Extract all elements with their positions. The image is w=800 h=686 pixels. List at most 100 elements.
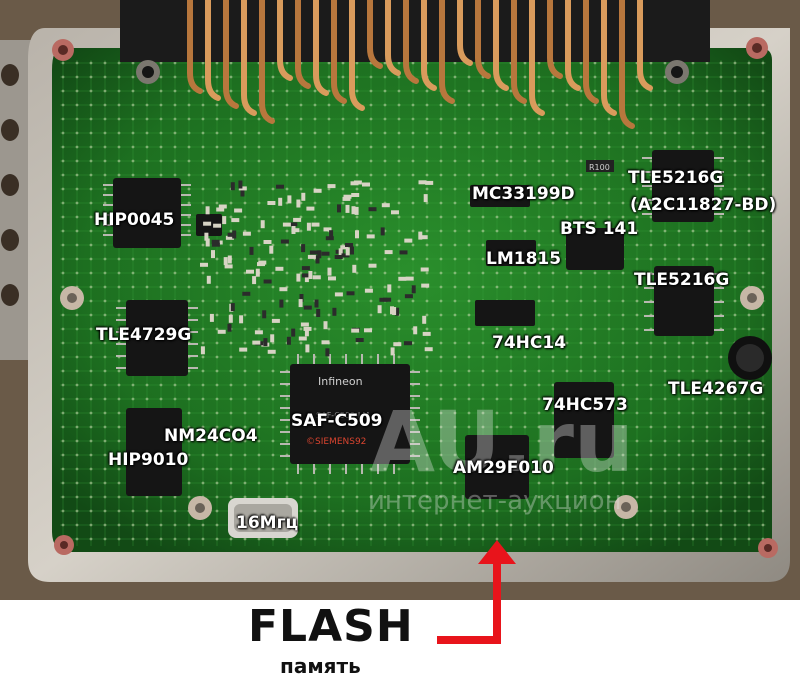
smd-component	[227, 323, 232, 332]
smd-component	[328, 276, 336, 281]
connector-pin	[295, 0, 311, 89]
smd-component	[305, 344, 310, 353]
smd-component	[315, 255, 320, 264]
smd-component	[269, 245, 274, 254]
smd-component	[340, 245, 349, 250]
smd-component	[387, 284, 392, 293]
smd-component	[279, 299, 284, 308]
smd-component	[255, 268, 260, 277]
smd-component	[239, 347, 248, 352]
connector-pin	[601, 0, 617, 116]
smd-component	[222, 216, 227, 225]
smd-component	[425, 180, 434, 185]
smd-component	[423, 194, 428, 203]
connector-pin	[619, 0, 635, 129]
smd-component	[390, 347, 395, 356]
smd-component	[350, 246, 354, 255]
label-tle5216g-mid: TLE5216G	[634, 270, 730, 290]
smd-component	[254, 330, 263, 335]
smd-component	[304, 274, 309, 283]
resistor-marking: R100	[589, 163, 610, 172]
smd-component	[303, 326, 312, 331]
connector-pin	[259, 0, 275, 124]
smd-component	[223, 257, 228, 266]
smd-component	[325, 348, 330, 357]
smd-component	[252, 340, 261, 345]
smd-component	[263, 240, 272, 244]
flash-arrow	[437, 540, 516, 644]
smd-component	[341, 253, 350, 258]
smd-component	[418, 180, 427, 185]
smd-component	[238, 186, 247, 191]
smd-component	[306, 206, 315, 211]
smd-component	[419, 235, 428, 240]
smd-component	[413, 326, 418, 335]
smd-component	[278, 197, 283, 206]
smd-component	[351, 193, 360, 197]
label-mc33199d: MC33199D	[472, 184, 575, 204]
connector-pin	[241, 0, 257, 116]
smd-component	[267, 201, 276, 205]
label-74hc14: 74HC14	[492, 333, 567, 353]
label-74hc573: 74HC573	[542, 395, 628, 415]
smd-component	[289, 222, 298, 227]
smd-component	[211, 250, 215, 259]
smd-component	[422, 331, 431, 336]
smd-component	[252, 276, 257, 285]
smd-component	[303, 305, 312, 310]
connector-pin	[313, 0, 329, 96]
smd-component	[260, 220, 265, 229]
smd-component	[209, 313, 214, 322]
smd-component	[411, 285, 416, 294]
connector-pin	[385, 0, 401, 76]
smd-component	[424, 347, 433, 352]
smd-component	[203, 221, 212, 226]
smd-component	[298, 336, 307, 341]
smd-component	[345, 243, 353, 247]
smd-component	[364, 288, 373, 293]
smd-component	[301, 192, 306, 201]
smd-component	[291, 328, 296, 337]
smd-component	[304, 328, 309, 337]
smd-component	[200, 346, 205, 355]
smd-component	[263, 338, 268, 347]
watermark-logo: AU.ru	[370, 393, 634, 491]
smd-component	[391, 210, 399, 215]
smd-component	[301, 273, 310, 278]
label-lm1815: LM1815	[486, 249, 562, 269]
smd-component	[351, 206, 356, 215]
label-tle4267g: TLE4267G	[668, 379, 764, 399]
smd-component	[393, 342, 402, 347]
connector-pin	[457, 0, 473, 66]
label-bts141: BTS 141	[560, 219, 639, 239]
smd-component	[242, 291, 251, 296]
smd-component	[332, 307, 337, 316]
smd-component	[296, 273, 301, 282]
smd-component	[353, 180, 362, 185]
smd-component	[262, 310, 267, 319]
smd-component	[323, 321, 328, 330]
smd-component	[392, 307, 397, 315]
smd-component	[337, 204, 341, 213]
smd-component	[334, 292, 343, 297]
smd-component	[206, 275, 211, 284]
smd-component	[228, 314, 233, 323]
caption-flash: FLASH	[248, 601, 414, 652]
connector-pin	[583, 0, 599, 104]
smd-component	[225, 235, 234, 240]
connector-pin	[511, 0, 527, 104]
smd-component	[327, 267, 332, 276]
smd-component	[211, 242, 220, 247]
smd-component	[230, 182, 235, 191]
smd-component	[218, 204, 227, 209]
smd-component	[362, 182, 370, 187]
smd-component	[404, 341, 412, 346]
connector-pin	[439, 0, 455, 104]
smd-component	[329, 230, 334, 239]
smd-component	[291, 226, 296, 234]
watermark-text: интернет-аукцион	[368, 486, 622, 516]
smd-component	[276, 184, 284, 189]
smd-component	[280, 239, 289, 244]
smd-component	[345, 204, 350, 213]
smd-component	[306, 222, 311, 231]
